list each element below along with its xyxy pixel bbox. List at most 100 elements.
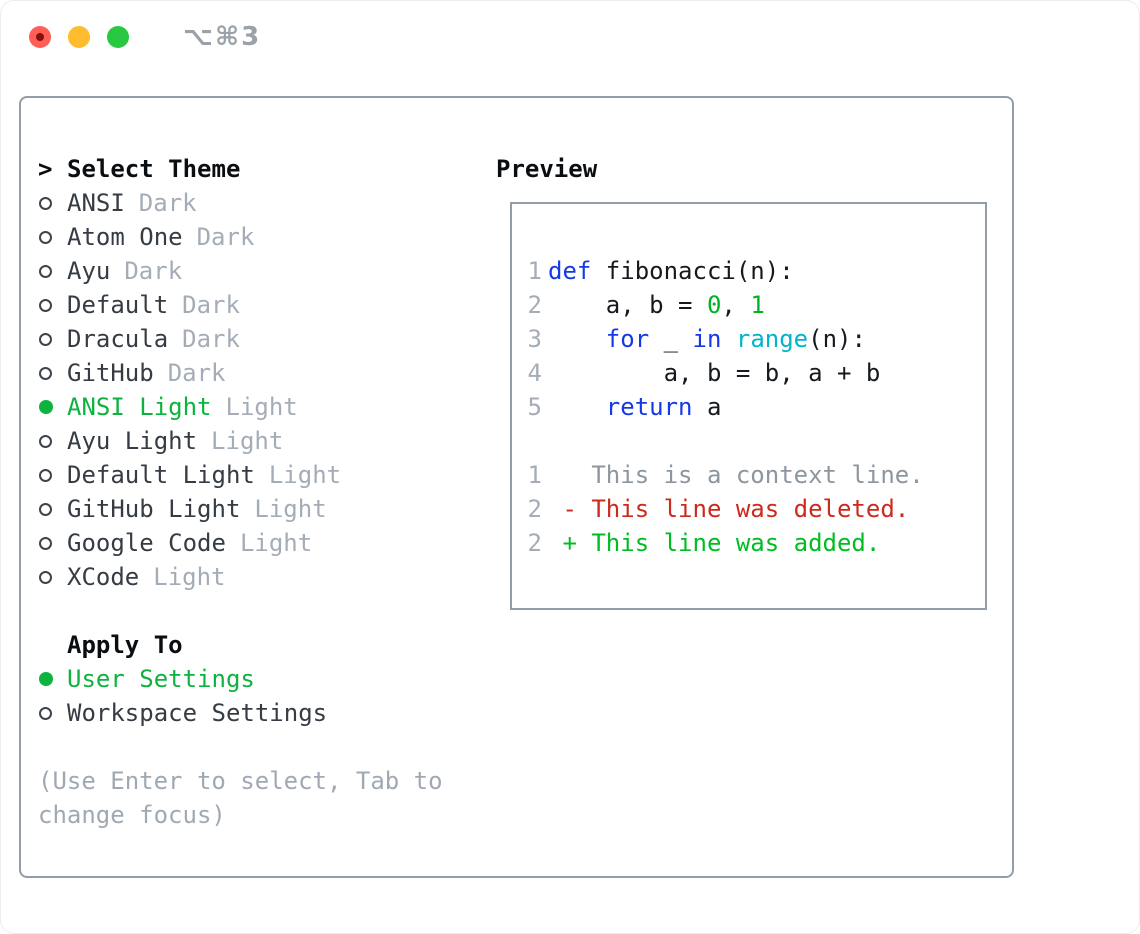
theme-variant-tag: Dark: [196, 223, 255, 251]
code-token: (n):: [808, 325, 866, 353]
code-token: for: [605, 325, 650, 353]
code-line: [527, 424, 985, 458]
theme-option-label: Atom One: [67, 223, 183, 251]
apply-option-label: User Settings: [67, 665, 255, 693]
code-token: [548, 325, 606, 353]
close-button[interactable]: [29, 26, 51, 48]
theme-option-label: Dracula: [67, 325, 169, 353]
line-number: 2: [527, 529, 542, 557]
code-token: fibonacci(n):: [591, 257, 794, 285]
line-number: 4: [527, 359, 542, 387]
theme-option-github-light[interactable]: GitHub Light Light: [38, 492, 443, 526]
code-token: in: [692, 325, 722, 353]
theme-variant-tag: Light: [225, 393, 298, 421]
theme-variant-tag: Dark: [124, 257, 183, 285]
preview-title: Preview: [496, 155, 598, 183]
theme-option-label: Ayu: [67, 257, 111, 285]
help-text: (Use Enter to select, Tab to change focus…: [38, 764, 443, 832]
theme-option-label: XCode: [67, 563, 140, 591]
theme-option-label: ANSI: [67, 189, 125, 217]
radio-selected-icon: [38, 400, 67, 414]
cursor-arrow-icon: >: [38, 155, 53, 183]
apply-option-user-settings[interactable]: User Settings: [38, 662, 443, 696]
line-number: 1: [527, 257, 542, 285]
zoom-button[interactable]: [107, 26, 129, 48]
help-line: (Use Enter to select, Tab to: [38, 767, 443, 795]
radio-icon: [38, 570, 67, 584]
theme-option-ayu[interactable]: Ayu Dark: [38, 254, 443, 288]
theme-option-ansi-light[interactable]: ANSI Light Light: [38, 390, 443, 424]
apply-option-workspace-settings[interactable]: Workspace Settings: [38, 696, 443, 730]
minimize-button[interactable]: [68, 26, 90, 48]
spacer: [38, 594, 443, 628]
apply-to-header: Apply To: [38, 628, 443, 662]
theme-option-ansi[interactable]: ANSI Dark: [38, 186, 443, 220]
line-number: 5: [527, 393, 542, 421]
radio-icon: [38, 366, 67, 380]
code-token: ,: [721, 291, 751, 319]
code-token: 1: [750, 291, 765, 319]
theme-variant-tag: Light: [211, 427, 284, 455]
help-line: change focus): [38, 801, 226, 829]
code-line: 5 return a: [527, 390, 985, 424]
code-token: a: [692, 393, 722, 421]
titlebar: ⌥⌘3: [29, 22, 261, 52]
theme-variant-tag: Dark: [167, 359, 226, 387]
radio-icon: [38, 706, 67, 720]
theme-option-label: GitHub: [67, 359, 154, 387]
radio-icon: [38, 332, 67, 346]
line-number: 1: [527, 461, 542, 489]
code-token: + This line was added.: [548, 529, 881, 557]
theme-option-atom-one[interactable]: Atom One Dark: [38, 220, 443, 254]
code-line: 1 This is a context line.: [527, 458, 985, 492]
radio-selected-icon: [38, 672, 67, 686]
theme-variant-tag: Light: [239, 529, 313, 557]
theme-option-xcode[interactable]: XCode Light: [38, 560, 443, 594]
theme-option-label: Google Code: [67, 529, 226, 557]
theme-option-label: Default Light: [67, 461, 255, 489]
theme-option-ayu-light[interactable]: Ayu Light Light: [38, 424, 443, 458]
code-token: _: [649, 325, 693, 353]
code-token: This is a context line.: [548, 461, 924, 489]
radio-icon: [38, 298, 67, 312]
radio-icon: [38, 536, 67, 550]
code-line: 2 a, b = 0, 1: [527, 288, 985, 322]
apply-option-label: Workspace Settings: [67, 699, 328, 727]
radio-icon: [38, 502, 67, 516]
code-token: range: [735, 325, 809, 353]
code-token: [548, 393, 606, 421]
radio-icon: [38, 196, 67, 210]
theme-option-google-code[interactable]: Google Code Light: [38, 526, 443, 560]
theme-variant-tag: Dark: [138, 189, 197, 217]
window-shortcut-label: ⌥⌘3: [183, 22, 262, 52]
theme-variant-tag: Light: [153, 563, 226, 591]
theme-variant-tag: Light: [254, 495, 327, 523]
theme-option-label: Ayu Light: [67, 427, 198, 455]
select-theme-title: Select Theme: [67, 155, 241, 183]
select-theme-header: > Select Theme: [38, 152, 443, 186]
line-number: 2: [527, 495, 542, 523]
code-line: 3 for _ in range(n):: [527, 322, 985, 356]
code-token: return: [605, 393, 693, 421]
close-dot-icon: [36, 33, 44, 41]
code-token: a, b = b, a + b: [548, 359, 881, 387]
theme-option-label: GitHub Light: [67, 495, 241, 523]
line-number: 3: [527, 325, 542, 353]
code-token: - This line was deleted.: [548, 495, 910, 523]
code-token: def: [548, 257, 592, 285]
code-token: [721, 325, 735, 353]
code-line: 4 a, b = b, a + b: [527, 356, 985, 390]
theme-option-github[interactable]: GitHub Dark: [38, 356, 443, 390]
code-token: 0: [706, 291, 722, 319]
apply-to-title: Apply To: [67, 631, 183, 659]
code-token: a, b =: [548, 291, 707, 319]
radio-icon: [38, 264, 67, 278]
theme-option-label: ANSI Light: [67, 393, 212, 421]
